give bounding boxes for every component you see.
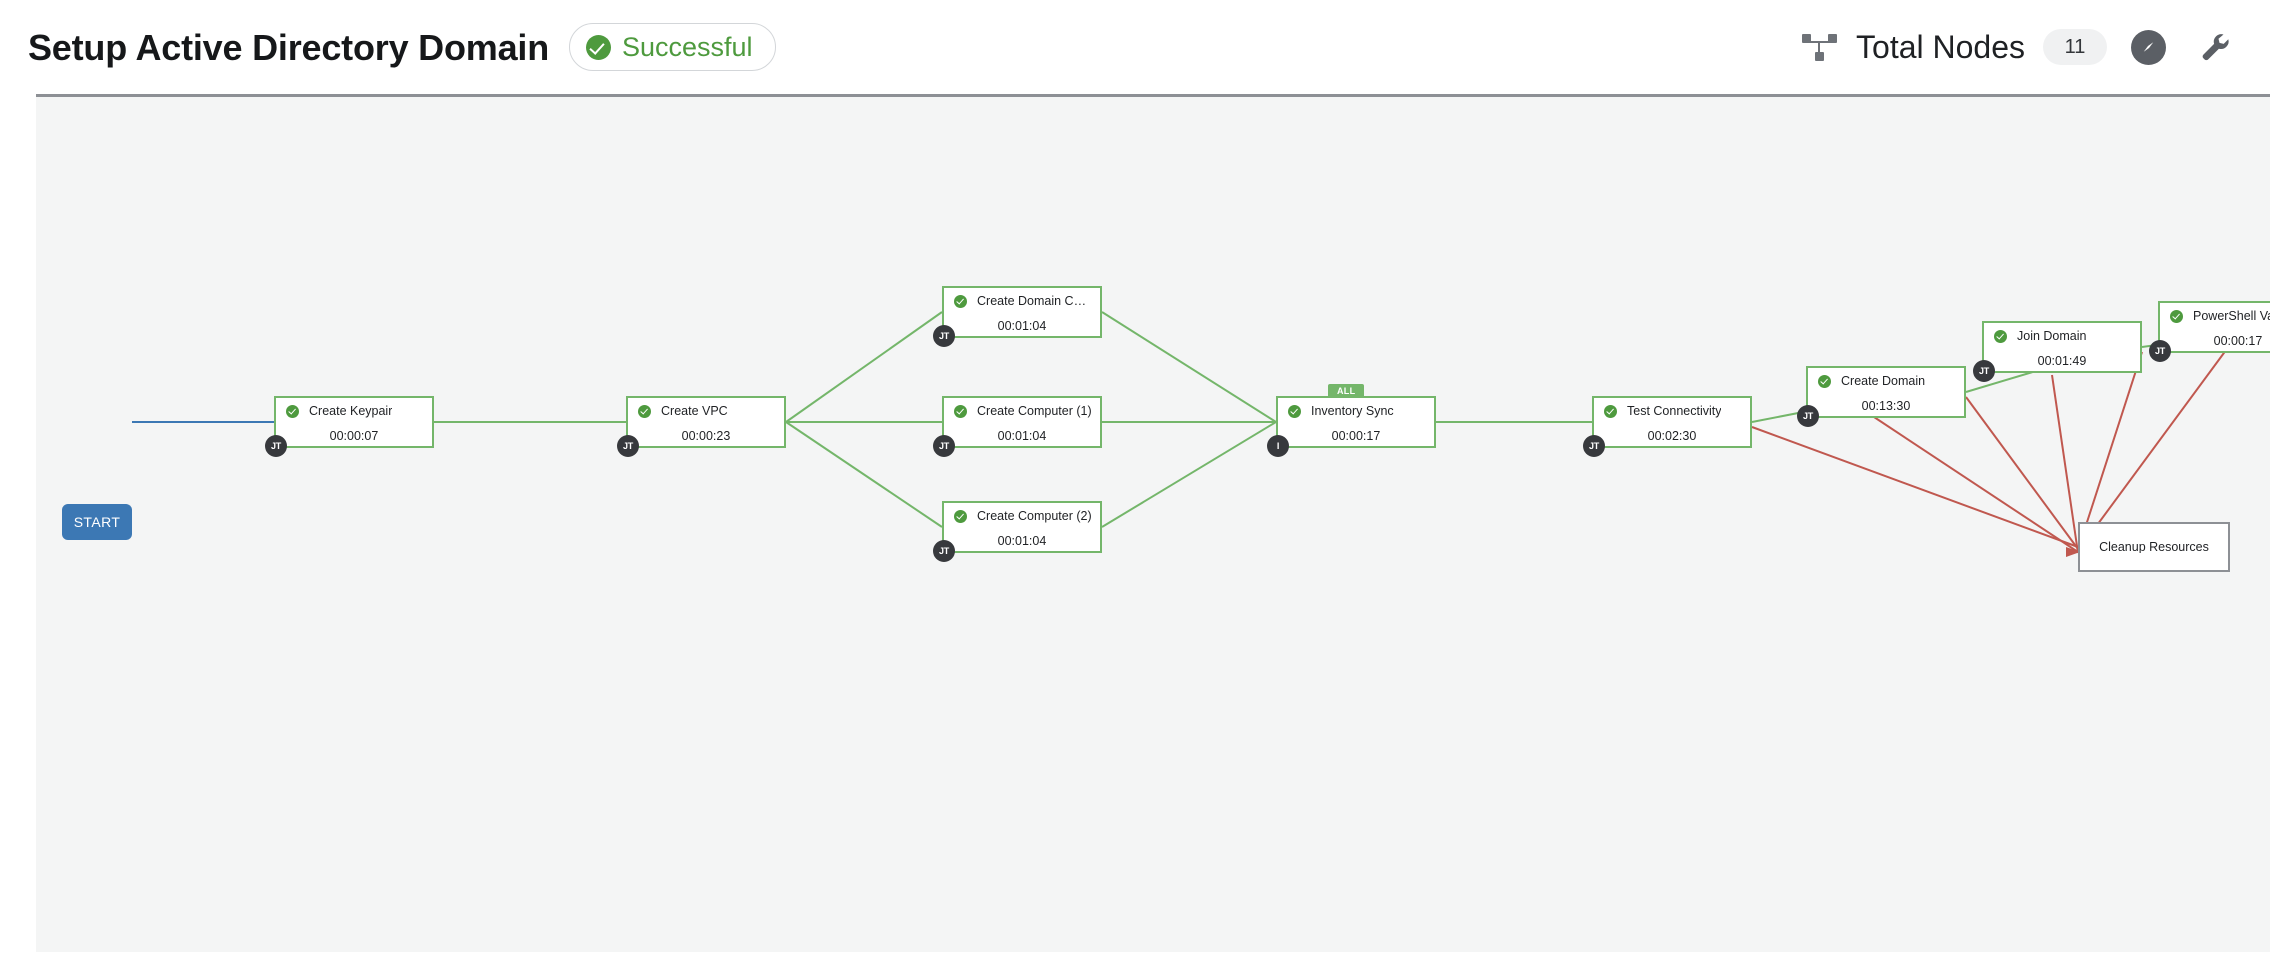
- edge-powershell-validation-to-cleanup-resources: [2077, 341, 2233, 552]
- node-owner-badge[interactable]: JT: [933, 540, 955, 562]
- node-owner-badge[interactable]: JT: [1797, 405, 1819, 427]
- node-elapsed-time: 00:00:07: [329, 429, 379, 444]
- edge-arrowhead-cleanup-resources: [2066, 547, 2080, 557]
- check-circle-icon: [1994, 329, 2007, 343]
- node-title-row: Create VPC: [628, 401, 784, 421]
- node-create-domain-controller[interactable]: Create Domain Contr... 00:01:04 JT: [933, 286, 1102, 347]
- node-inventory-sync[interactable]: ALL Inventory Sync 00:00:17 I: [1267, 384, 1436, 457]
- node-title-row: Inventory Sync: [1278, 401, 1434, 421]
- edge-create-domain-badge-to-cleanup-resources: [1873, 416, 2079, 553]
- node-create-computer-2[interactable]: Create Computer (2) 00:01:04 JT: [933, 501, 1102, 562]
- edge-join-domain-to-cleanup-resources: [2077, 351, 2143, 551]
- node-create-computer-1[interactable]: Create Computer (1) 00:01:04 JT: [933, 396, 1102, 457]
- wrench-icon[interactable]: [2196, 28, 2234, 66]
- check-circle-icon: [954, 509, 967, 523]
- node-create-domain[interactable]: Create Domain 00:13:30 JT: [1797, 366, 1966, 427]
- node-owner-badge[interactable]: I: [1267, 435, 1289, 457]
- node-label: Create Domain Contr...: [977, 295, 1092, 308]
- node-title-row: Join Domain: [1984, 326, 2140, 346]
- check-circle-icon: [2170, 309, 2183, 323]
- node-owner-badge[interactable]: JT: [2149, 340, 2171, 362]
- node-cleanup-resources[interactable]: Cleanup Resources: [2078, 522, 2230, 572]
- page-title: Setup Active Directory Domain: [28, 27, 549, 68]
- header-divider: [36, 94, 2270, 97]
- edge-create-computer-2-to-inventory-sync: [1101, 421, 1277, 528]
- node-label: Test Connectivity: [1627, 405, 1722, 418]
- node-owner-badge[interactable]: JT: [933, 325, 955, 347]
- edge-layer: [132, 311, 2270, 557]
- node-label: Cleanup Resources: [2099, 540, 2209, 554]
- check-circle-icon: [286, 404, 299, 418]
- node-label: Inventory Sync: [1311, 405, 1394, 418]
- total-nodes-count: 11: [2043, 29, 2107, 65]
- node-label: Create Domain: [1841, 375, 1926, 388]
- edge-create-vpc-to-create-computer-2: [785, 421, 943, 528]
- node-scope-tab: ALL: [1328, 384, 1365, 397]
- node-elapsed-time: 00:02:30: [1647, 429, 1697, 444]
- node-label: Create VPC: [661, 405, 728, 418]
- node-elapsed-time: 00:01:04: [997, 534, 1047, 549]
- node-elapsed-time: 00:00:17: [1331, 429, 1381, 444]
- node-title-row: Create Keypair: [276, 401, 432, 421]
- node-elapsed-time: 00:01:04: [997, 319, 1047, 334]
- check-circle-icon: [1288, 404, 1301, 418]
- node-title-row: Create Domain Contr...: [944, 291, 1100, 311]
- node-owner-badge[interactable]: JT: [933, 435, 955, 457]
- compass-icon[interactable]: [2131, 29, 2166, 65]
- edge-create-domain-to-cleanup-resources: [1965, 396, 2079, 550]
- node-elapsed-time: 00:13:30: [1861, 399, 1911, 414]
- node-elapsed-time: 00:00:17: [2213, 334, 2263, 349]
- node-title-row: Create Computer (1): [944, 401, 1100, 421]
- node-label: Create Computer (1): [977, 405, 1092, 418]
- node-elapsed-time: 00:01:04: [997, 429, 1047, 444]
- node-owner-badge[interactable]: JT: [1583, 435, 1605, 457]
- hierarchy-icon: [1802, 32, 1838, 62]
- edge-test-connectivity-to-cleanup-resources: [1751, 426, 2079, 548]
- status-badge-label: Successful: [622, 31, 753, 62]
- check-circle-icon: [638, 404, 651, 418]
- node-label: Create Computer (2): [977, 510, 1092, 523]
- node-label: PowerShell Validation: [2193, 310, 2270, 323]
- node-join-domain[interactable]: Join Domain 00:01:49 JT: [1973, 321, 2142, 382]
- edge-create-domain-controller-to-inventory-sync: [1101, 311, 1277, 423]
- node-create-keypair[interactable]: Create Keypair 00:00:07 JT: [265, 396, 434, 457]
- edge-join-domain-badge-to-cleanup-resources: [2051, 374, 2079, 554]
- node-owner-badge[interactable]: JT: [617, 435, 639, 457]
- workflow-graph-canvas[interactable]: START Create Keypair 00:00:07 JT Create …: [36, 97, 2270, 952]
- check-circle-icon: [1818, 374, 1831, 388]
- node-powershell-validation[interactable]: PowerShell Validation 00:00:17 JT: [2149, 301, 2270, 362]
- node-elapsed-time: 00:01:49: [2037, 354, 2087, 369]
- node-title-row: Create Domain: [1808, 371, 1964, 391]
- edge-create-vpc-to-create-domain-controller: [785, 311, 943, 423]
- header-right-group: Total Nodes 11: [1802, 28, 2234, 66]
- node-label: Create Keypair: [309, 405, 393, 418]
- node-label: Join Domain: [2017, 330, 2087, 343]
- page-header: Setup Active Directory Domain Successful…: [0, 0, 2290, 94]
- total-nodes-label: Total Nodes: [1856, 28, 2025, 65]
- node-create-vpc[interactable]: Create VPC 00:00:23 JT: [617, 396, 786, 457]
- check-circle-icon: [1604, 404, 1617, 418]
- node-title-row: Test Connectivity: [1594, 401, 1750, 421]
- node-title-row: PowerShell Validation: [2160, 306, 2270, 326]
- check-circle-icon: [586, 34, 611, 60]
- check-circle-icon: [954, 404, 967, 418]
- check-circle-icon: [954, 294, 967, 308]
- node-test-connectivity[interactable]: Test Connectivity 00:02:30 JT: [1583, 396, 1752, 457]
- node-owner-badge[interactable]: JT: [1973, 360, 1995, 382]
- status-badge: Successful: [569, 23, 776, 71]
- node-owner-badge[interactable]: JT: [265, 435, 287, 457]
- node-title-row: Create Computer (2): [944, 506, 1100, 526]
- node-elapsed-time: 00:00:23: [681, 429, 731, 444]
- start-node[interactable]: START: [62, 504, 132, 540]
